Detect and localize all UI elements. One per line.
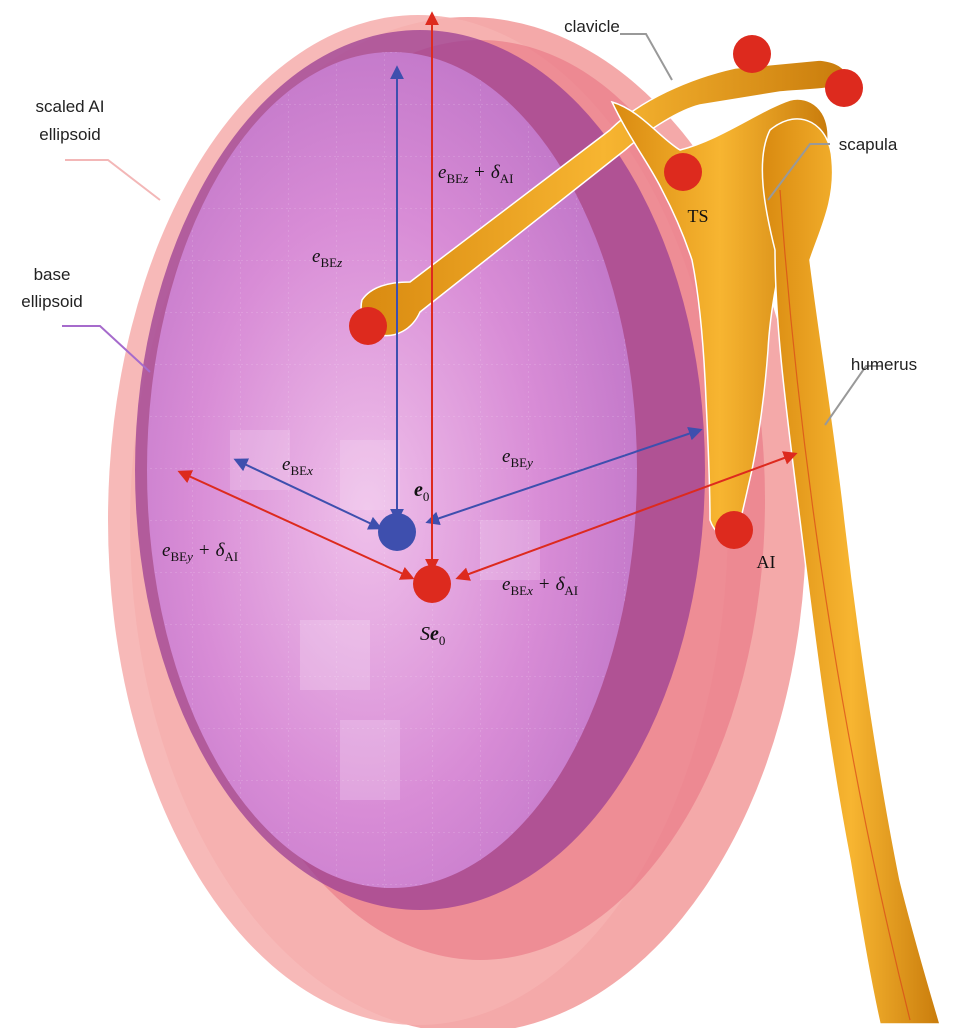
leader-scaled-ellipsoid [65,160,160,200]
label-ai: AI [757,552,776,572]
label-scaled-ai-ellipsoid: scaled AI ellipsoid [36,97,105,144]
landmark-ts [664,153,702,191]
label-base-ellipsoid: base ellipsoid [21,265,82,311]
landmark-ai [715,511,753,549]
landmark-acromion-1 [733,35,771,73]
point-e0 [378,513,416,551]
base-ellipsoid [135,30,705,910]
label-scapula: scapula [839,135,898,154]
svg-text:scaled AI: scaled AI [36,97,105,116]
label-clavicle: clavicle [564,17,620,36]
point-se0 [413,565,451,603]
svg-text:base: base [34,265,71,284]
label-ts: TS [687,206,708,226]
svg-text:ellipsoid: ellipsoid [21,292,82,311]
landmark-acromion-2 [825,69,863,107]
label-humerus: humerus [851,355,917,374]
landmark-clavicle-medial [349,307,387,345]
svg-text:ellipsoid: ellipsoid [39,125,100,144]
leader-clavicle [620,34,672,80]
leader-humerus [825,366,882,425]
